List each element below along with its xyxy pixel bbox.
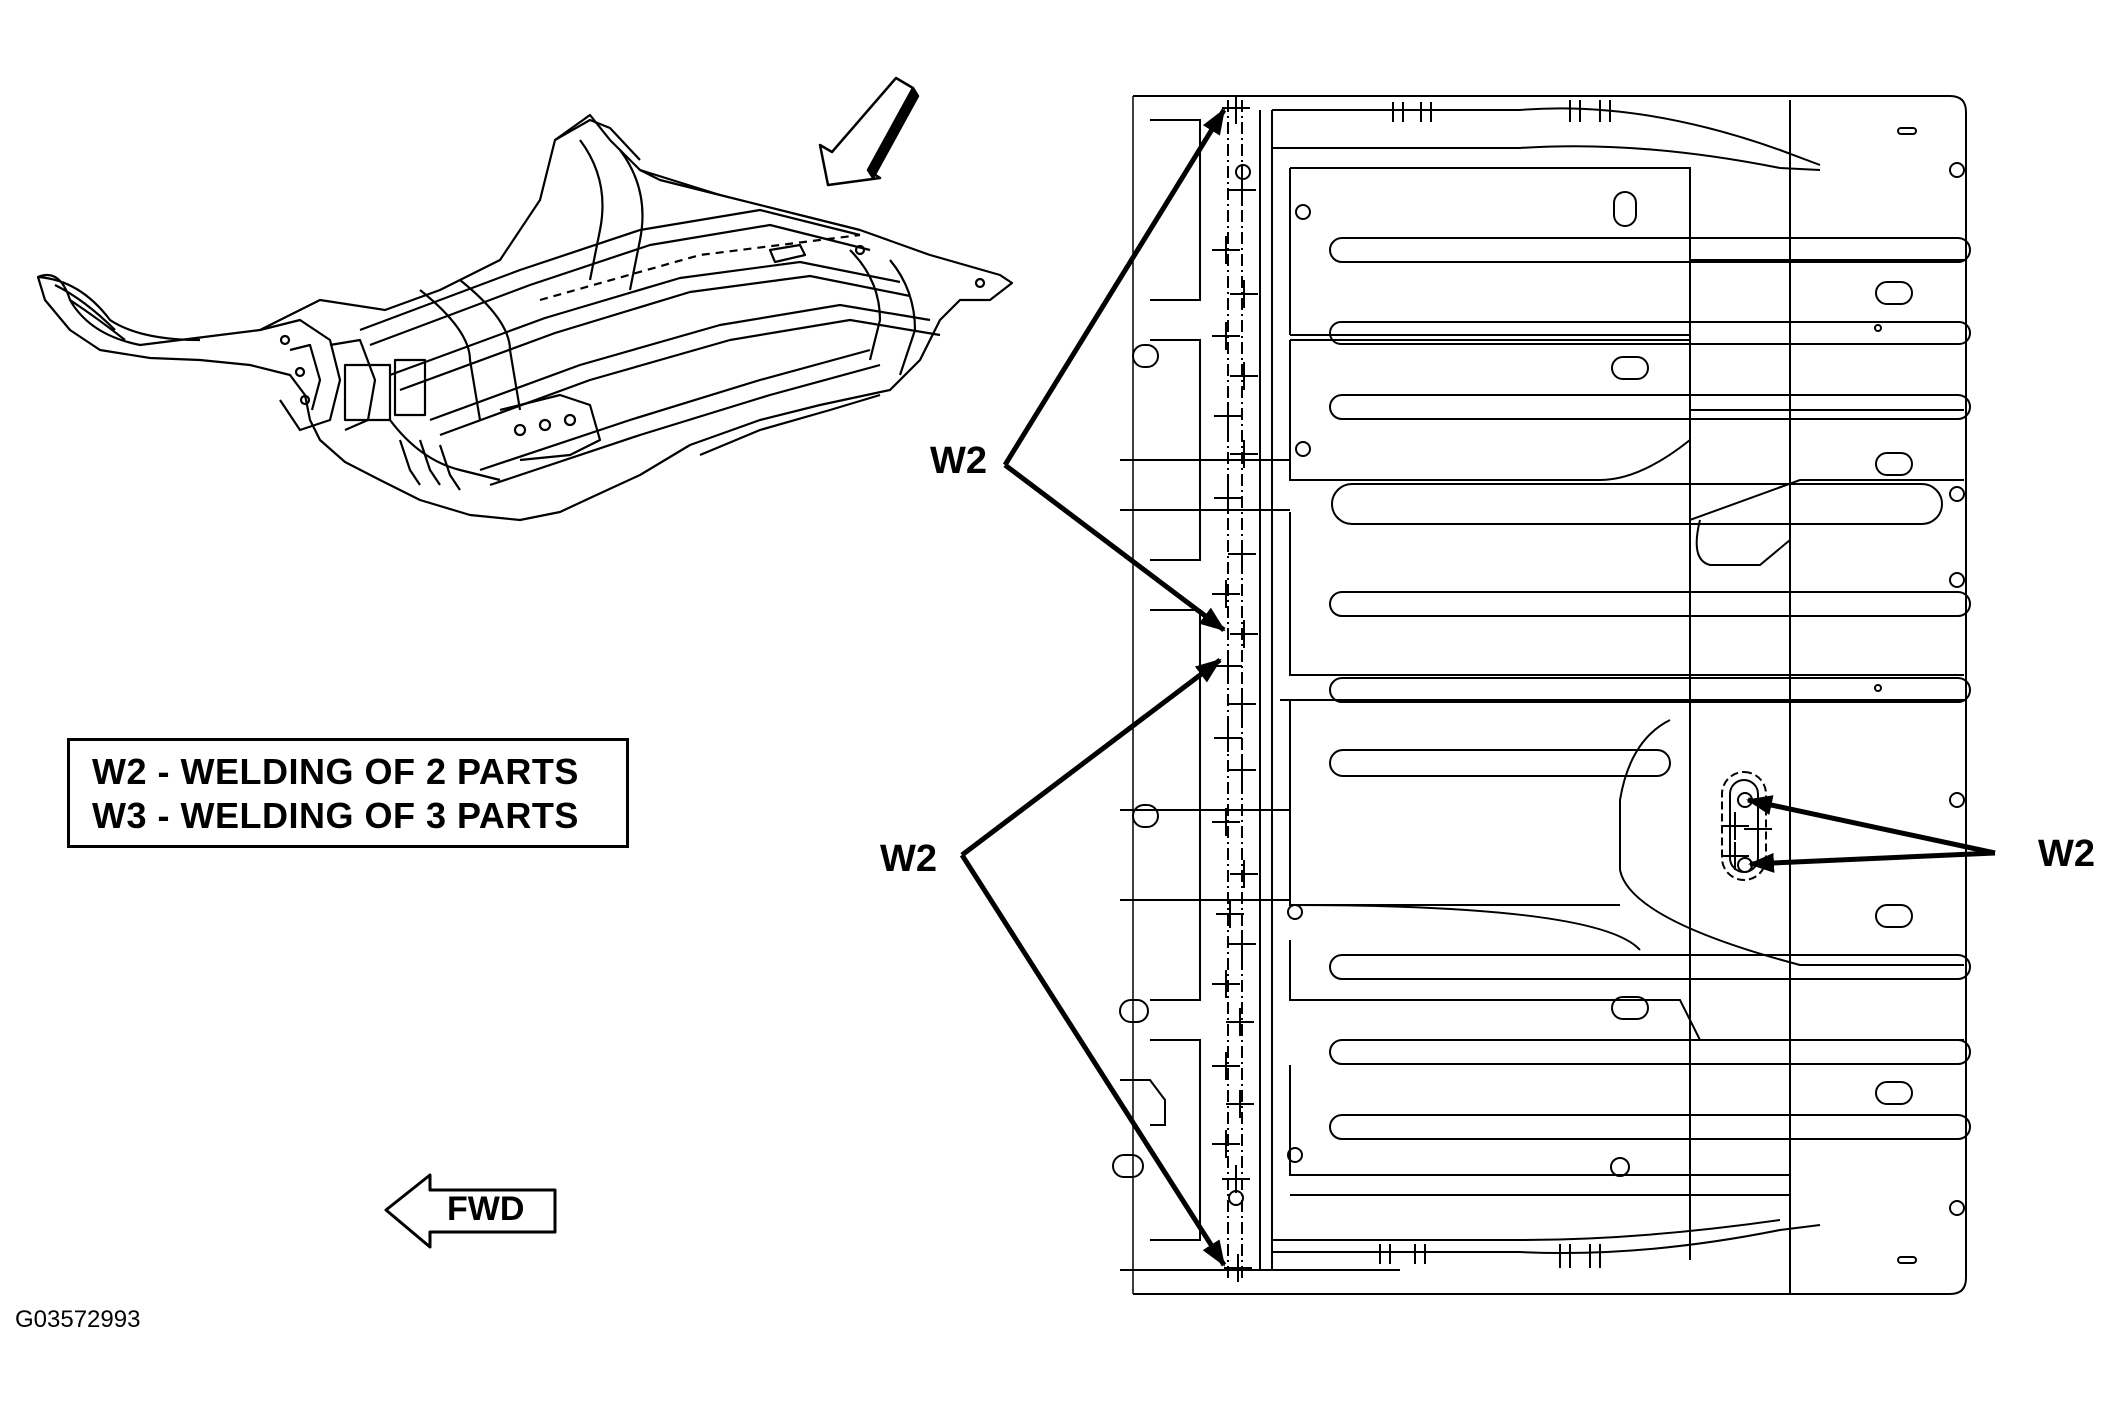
left-arrow-icon [384, 1173, 557, 1249]
floor-panel-plan-view [1112, 95, 1971, 1295]
legend-w3: W3 - WELDING OF 3 PARTS [92, 795, 579, 836]
fwd-label: FWD [447, 1190, 525, 1228]
weld-marks [1212, 96, 1772, 1282]
floor-pan-isometric [36, 113, 1014, 522]
callout-w2-right: W2 [2038, 833, 2095, 875]
callout-leaders [959, 108, 1996, 1267]
view-direction-arrow-icon [818, 76, 920, 187]
callout-w2-lower: W2 [880, 838, 937, 880]
weld-legend: W2 - WELDING OF 2 PARTS W3 - WELDING OF … [67, 738, 629, 848]
callout-w2-upper: W2 [930, 440, 987, 482]
figure-id: G03572993 [15, 1306, 141, 1333]
legend-w2: W2 - WELDING OF 2 PARTS [92, 751, 579, 792]
